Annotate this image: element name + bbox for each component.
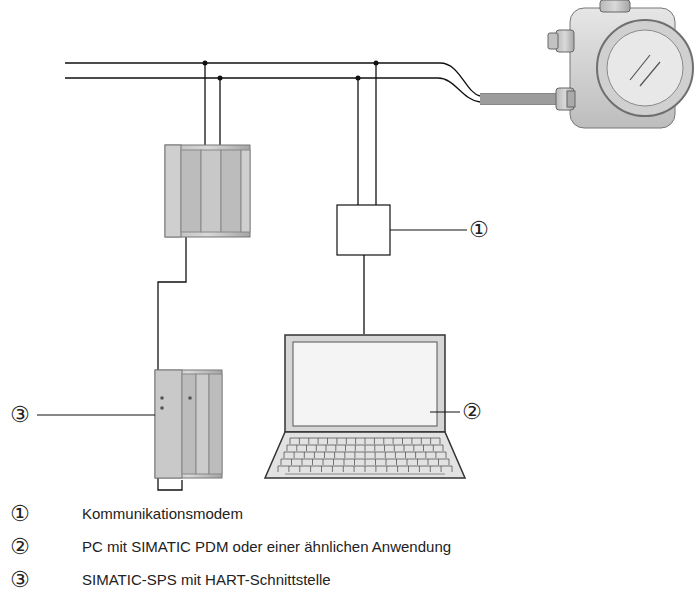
legend-text: SIMATIC-SPS mit HART-Schnittstelle [82,571,331,589]
leader-line [37,230,467,415]
callout-number: ③ [10,567,30,593]
field-device [548,0,693,128]
modem-box [337,205,390,255]
legend-text: Kommunikationsmodem [82,505,243,523]
bus-wire [65,63,567,490]
cable [480,94,567,104]
callout-number: ① [469,217,489,243]
plc [155,370,222,478]
junction-dot [203,61,379,81]
laptop [265,335,465,478]
callout-number: ② [462,399,482,425]
callout-number: ② [10,534,30,560]
keyboard [278,438,452,472]
legend-text: PC mit SIMATIC PDM oder einer ähnlichen … [82,538,451,556]
callout-number: ③ [10,402,30,428]
callout-number: ① [10,501,30,527]
hart-io-module [165,145,250,237]
